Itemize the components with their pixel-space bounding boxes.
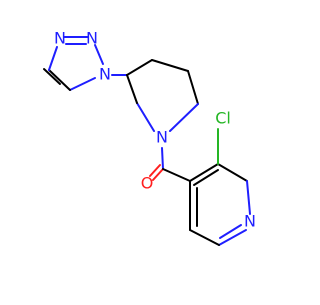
triazole-bond-c5-c4-double [43, 68, 61, 85]
chlorine-label: Cl [215, 109, 231, 128]
piperidine-bond-c5-c6 [187, 70, 199, 105]
piperidine-bond-c6-n1 [169, 103, 199, 132]
triazole-ring [43, 36, 128, 91]
piperidine-bond-n1-c2 [136, 102, 155, 132]
triazole-n1-label: N [99, 65, 111, 84]
triazole-n2-label: N [86, 29, 98, 48]
pyridine-bond-c2-n1 [246, 180, 251, 215]
pyridine-bond-n1-c6 [218, 229, 247, 246]
pyridine-ring [189, 163, 251, 246]
piperidine-bond-c2-c3 [126, 74, 138, 104]
amide-bond-n-c [161, 147, 164, 170]
triazole-bond-n2-n1 [94, 44, 104, 65]
pyridine-bond-c4-c3 [189, 163, 219, 182]
triazole-n3-label: N [54, 29, 66, 48]
pyridine-bond-c3-c2 [217, 163, 248, 182]
piperidine-bond-c3-c4 [126, 59, 153, 76]
carbonyl-double-bond-inner [149, 164, 161, 177]
pyridine-bond-c6-c5 [189, 229, 220, 246]
triazole-bond-n1-c5 [69, 77, 96, 91]
triazole-bond-c5-c4 [48, 69, 71, 91]
piperidine-n-label: N [156, 128, 168, 147]
piperidine-bond-c4-c5 [151, 59, 189, 72]
atom-labels: N N N N O Cl N [54, 29, 256, 231]
pyridine-bond-n1-c6-double [219, 224, 242, 239]
carbonyl-double-bond-outer [152, 168, 164, 181]
molecule-structure: N N N N O Cl N [43, 29, 256, 246]
pyridine-n-label: N [244, 212, 256, 231]
oxygen-label: O [141, 174, 154, 193]
carbonyl-group [149, 147, 191, 182]
carbonyl-to-pyridine-bond [162, 168, 191, 182]
structure-canvas: N N N N O Cl N [43, 28, 256, 246]
triazole-bond-c4-n3 [48, 46, 58, 71]
pyridine-bond-c4-c3-double [193, 169, 219, 186]
piperidine-ring [126, 59, 199, 132]
